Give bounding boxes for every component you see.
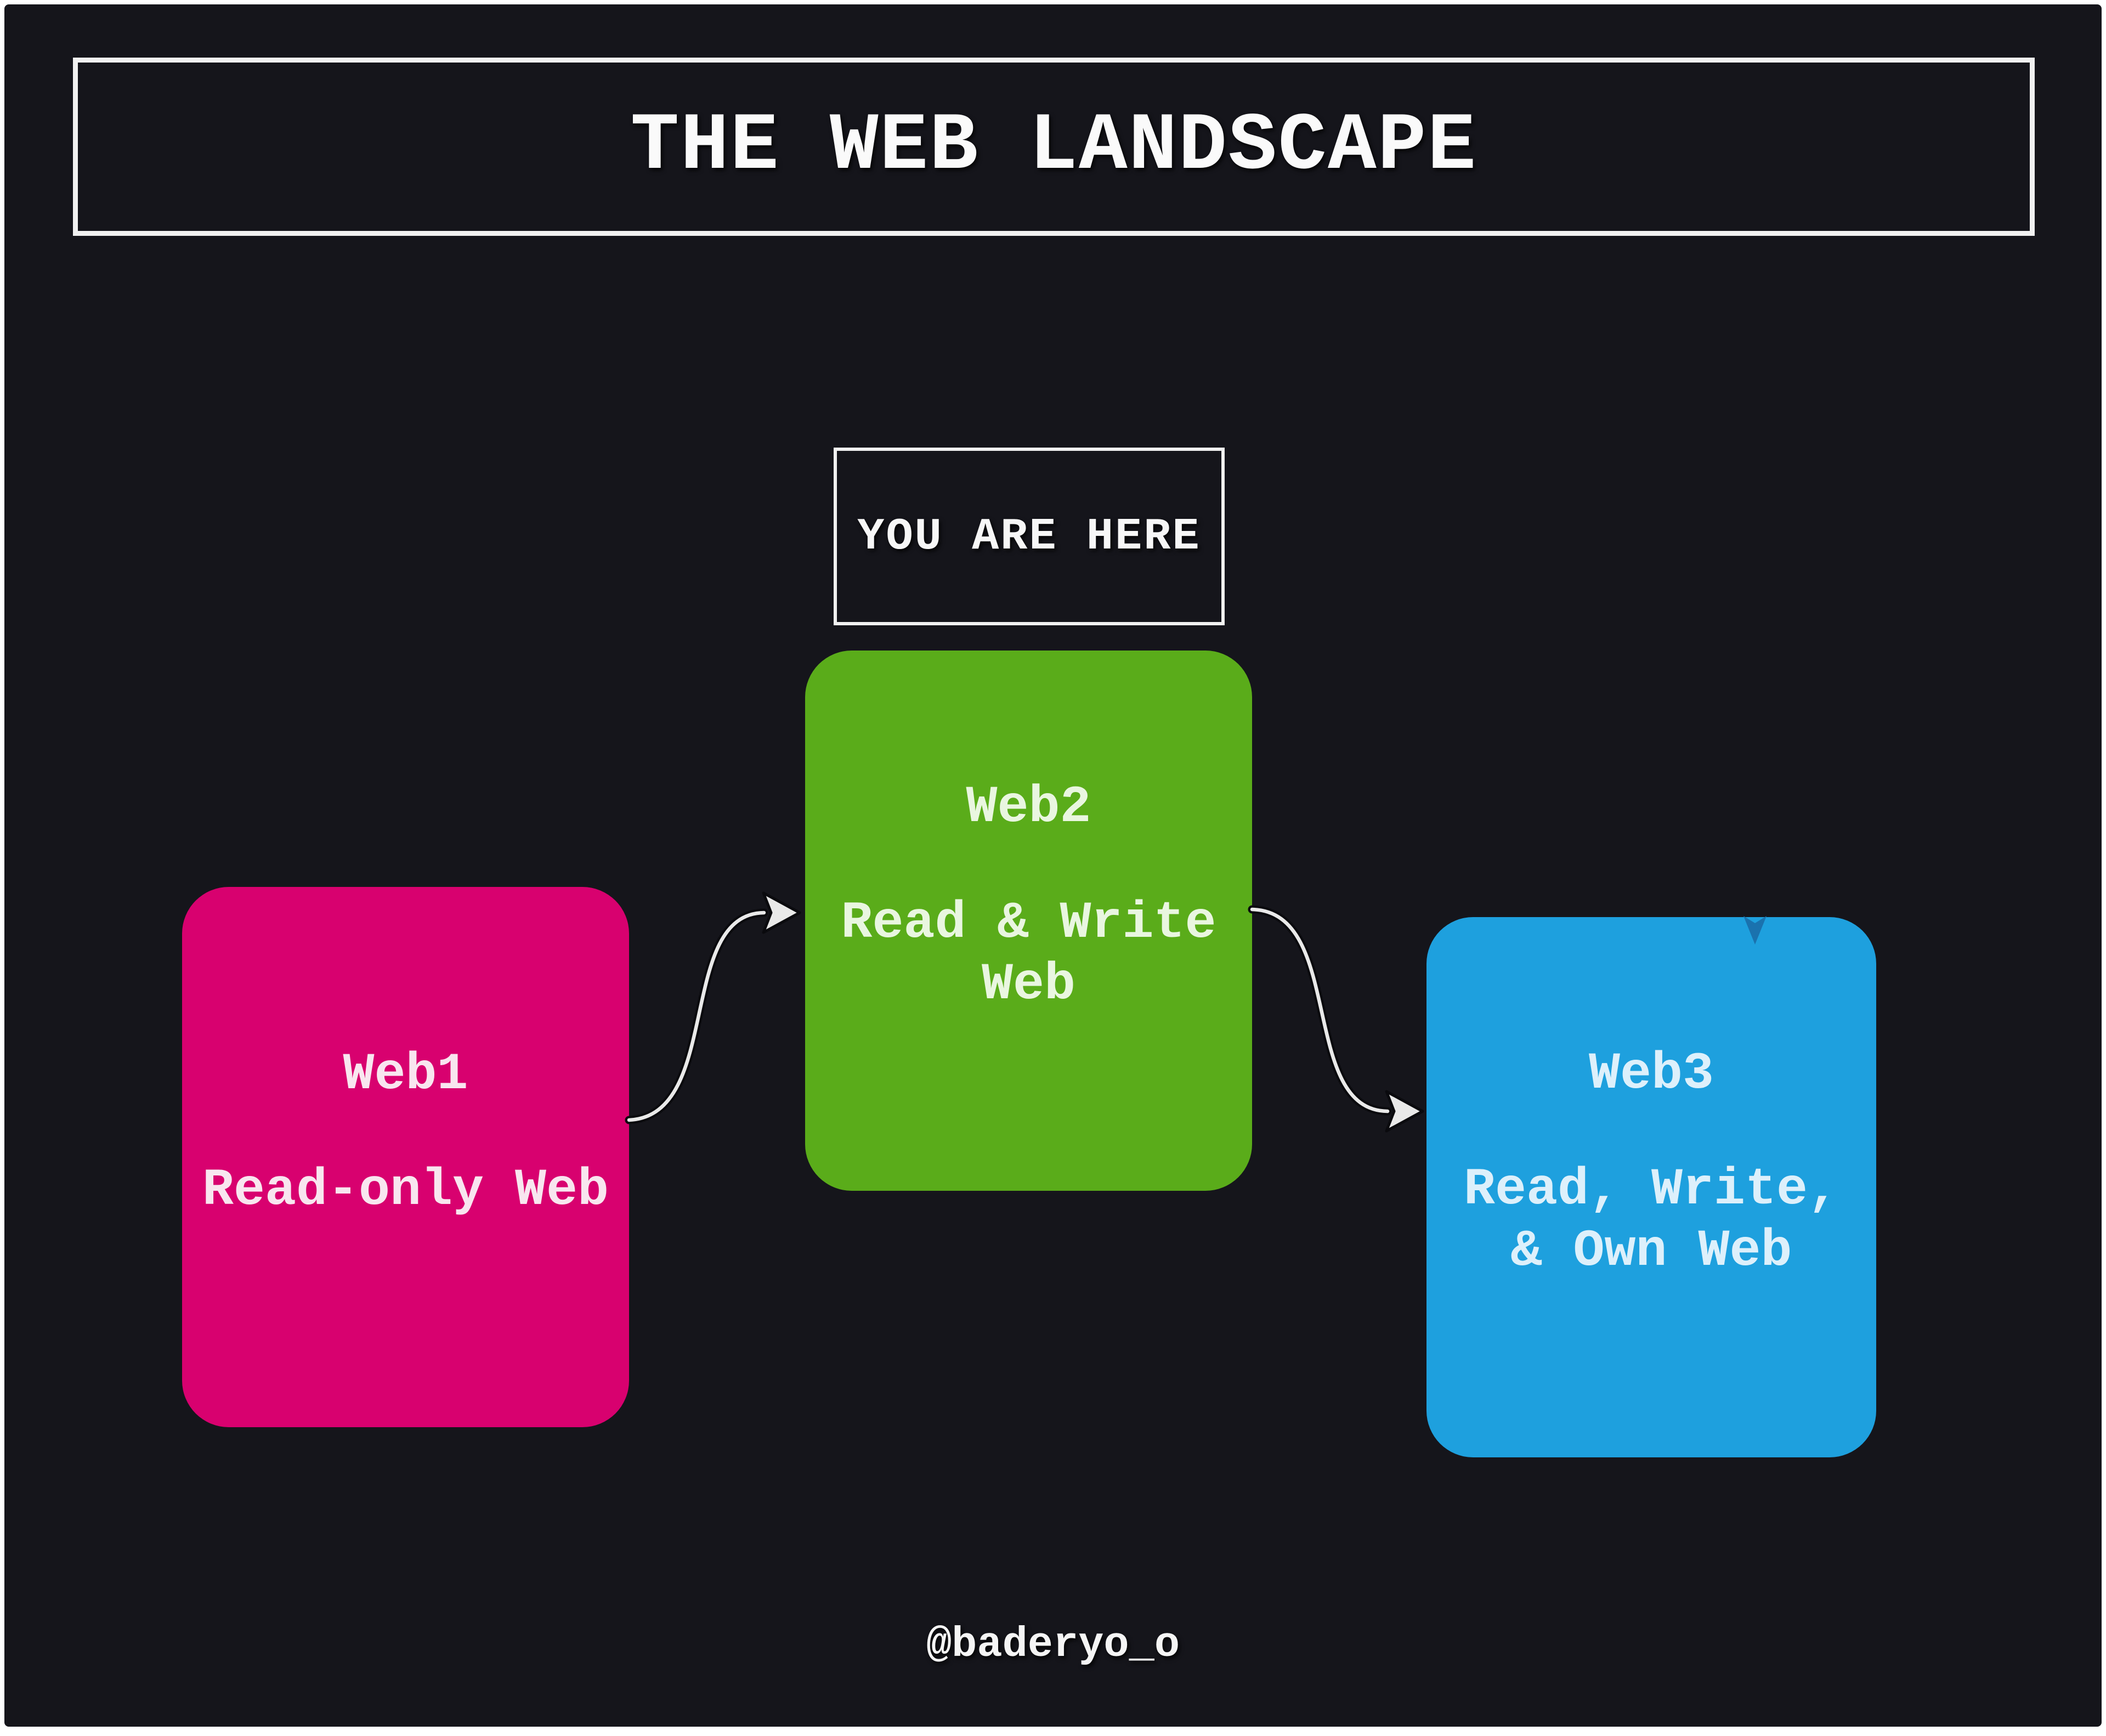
node-web1-label: Web1 (343, 1044, 468, 1104)
node-web2-description: Read & Write Web (841, 893, 1216, 1014)
node-web2: Web2 Read & Write Web (805, 651, 1252, 1191)
you-are-here-box: YOU ARE HERE (834, 448, 1225, 625)
title-box: THE WEB LANDSCAPE (73, 58, 2035, 236)
arrowhead-web2-icon (762, 891, 801, 934)
author-handle: @baderyo_o (926, 1621, 1180, 1669)
page-title: THE WEB LANDSCAPE (630, 101, 1477, 193)
arrowhead-web3-icon (1385, 1090, 1424, 1133)
node-web3: Web3 Read, Write, & Own Web (1426, 917, 1876, 1457)
you-are-here-label: YOU ARE HERE (857, 511, 1201, 562)
diagram-canvas: THE WEB LANDSCAPE YOU ARE HERE Web1 Read… (4, 4, 2102, 1727)
node-web3-description: Read, Write, & Own Web (1463, 1160, 1839, 1281)
node-web1-description: Read-only Web (202, 1160, 609, 1220)
arrow-web1-to-web2 (625, 891, 801, 1124)
arrow-web2-to-web3 (1248, 905, 1424, 1133)
node-web1: Web1 Read-only Web (182, 887, 629, 1427)
node-web3-label: Web3 (1588, 1044, 1714, 1104)
node-web2-label: Web2 (966, 777, 1091, 837)
